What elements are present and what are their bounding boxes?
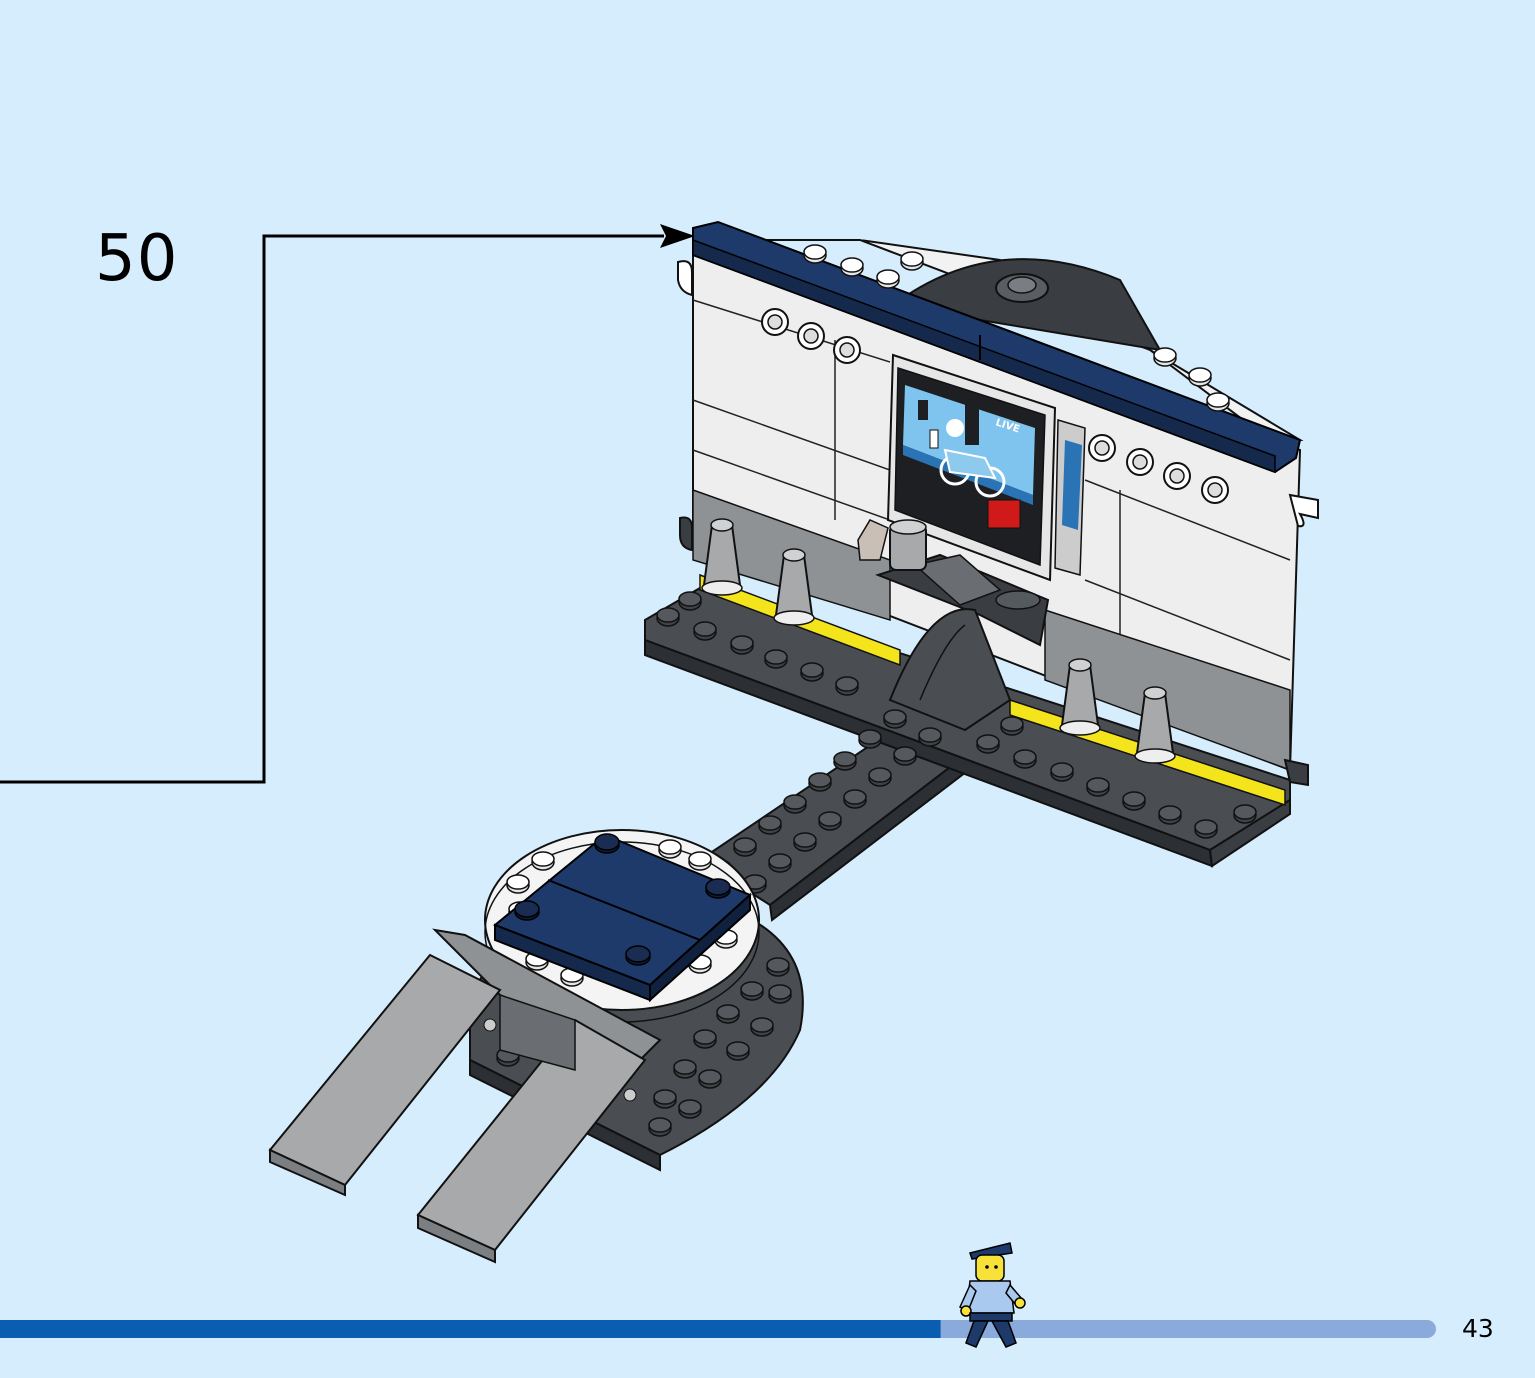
callout-arrow-icon [660,224,695,248]
callout-frame [0,224,695,784]
cone-lights [701,518,1176,764]
page-number: 43 [1462,1314,1494,1343]
progress-done [0,1320,941,1338]
step-number: 50 [95,222,179,296]
side-clips [677,260,1319,787]
top-blue-tiles [692,220,1302,474]
live-screen: LIVE [886,353,1086,582]
desk-keyboard [857,519,1050,647]
minifig-police-officer-icon [959,1242,1026,1348]
turntable-blue-plate [493,833,752,1003]
vehicle-ramps [268,928,662,1264]
curved-ramp [888,608,1012,732]
progress-bar [0,1320,1436,1338]
